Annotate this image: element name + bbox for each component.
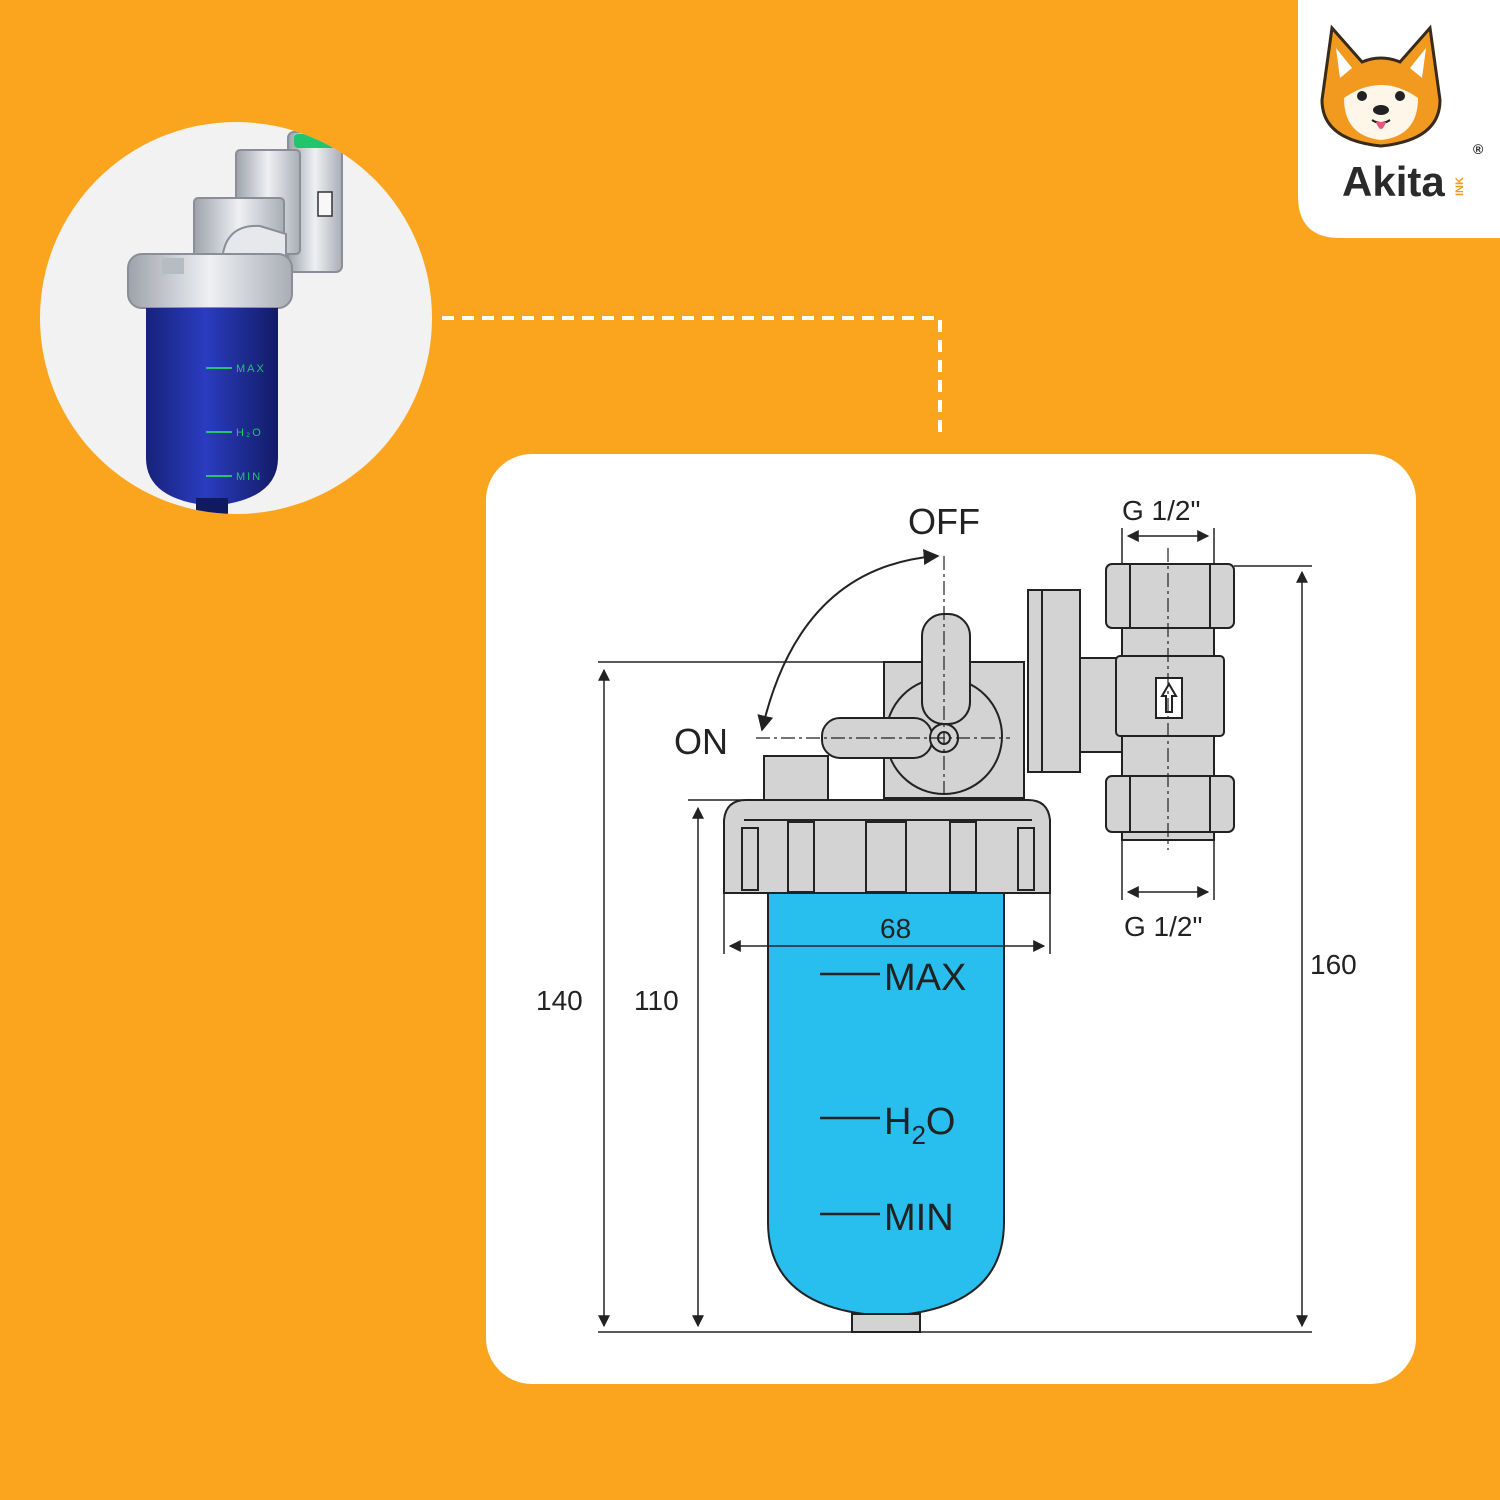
label-on: ON [674, 721, 728, 762]
label-min: MIN [884, 1197, 954, 1239]
dog-icon [1320, 24, 1442, 148]
label-h2o-o: O [926, 1101, 956, 1143]
valve-handle-off [921, 613, 971, 725]
product-photo: MAX H₂O MIN [40, 122, 432, 514]
connector-line [442, 316, 942, 434]
brand-logo: Akita INK ® [1298, 0, 1500, 238]
label-h2o: H2O [884, 1101, 955, 1150]
label-thread-top: G 1/2" [1122, 495, 1200, 526]
nut-bottom [1105, 775, 1235, 833]
registered-mark: ® [1473, 141, 1484, 157]
drawing-labels: OFF ON G 1/2" G 1/2" 68 140 110 160 MAX … [536, 495, 1357, 1239]
photo-mark-min: MIN [236, 471, 262, 483]
magnet-housing [1027, 589, 1081, 773]
brand-name: Akita [1342, 158, 1445, 205]
label-h2o-h: H [884, 1101, 911, 1143]
brand-suffix: INK [1454, 177, 1466, 196]
nut-top [1105, 563, 1235, 629]
cap-plug [763, 755, 829, 801]
label-height-140: 140 [536, 985, 583, 1016]
label-width-68: 68 [880, 913, 911, 944]
bowl-drain [851, 1313, 921, 1333]
rotation-arc [757, 549, 940, 732]
label-max: MAX [884, 957, 966, 999]
label-off: OFF [908, 501, 980, 542]
bowl-cap [723, 799, 1051, 894]
label-height-160: 160 [1310, 949, 1357, 980]
label-height-110: 110 [634, 985, 679, 1016]
photo-mark-h2o: H₂O [236, 427, 263, 439]
label-thread-bottom: G 1/2" [1124, 911, 1202, 942]
label-h2o-sub: 2 [911, 1120, 925, 1150]
technical-drawing [598, 528, 1312, 1333]
photo-mark-max: MAX [236, 363, 266, 375]
